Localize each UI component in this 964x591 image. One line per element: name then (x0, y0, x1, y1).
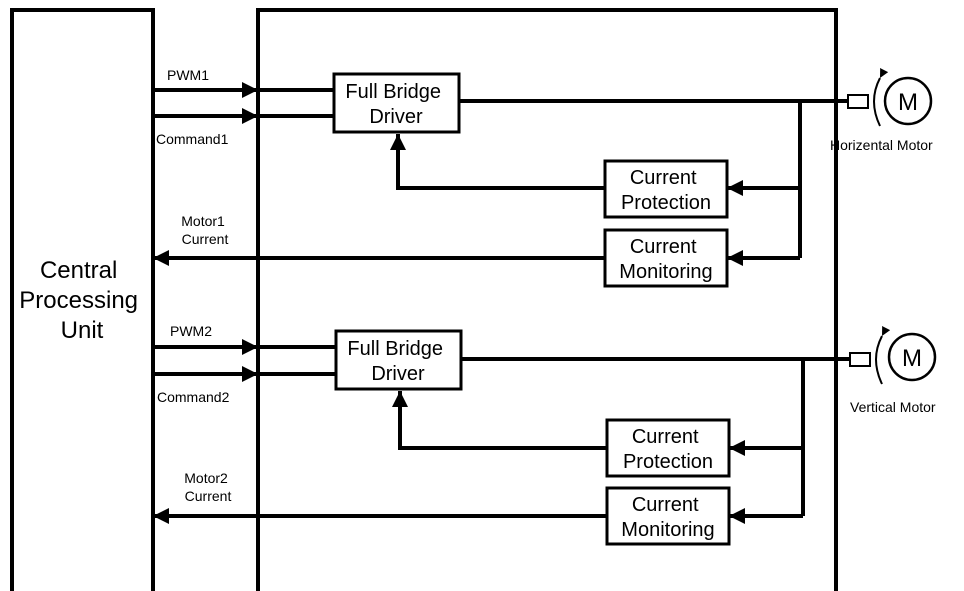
motor2-current-label: Motor2 Current (184, 470, 231, 504)
current-monitoring-1-label: Current Monitoring (619, 236, 712, 283)
full-bridge-driver-1 (332, 72, 461, 134)
current-monitoring-2 (605, 486, 731, 546)
motor1-rotation-arc (873, 67, 889, 127)
protection1-feedback (390, 134, 605, 190)
pwm2-label: PWM2 (170, 323, 212, 339)
current-monitoring-2-label: Current Monitoring (621, 494, 714, 541)
current-protection-2-label: Current Protection (623, 426, 713, 473)
channel-2: PWM2 Command2 Full Bridge Driver Current… (153, 323, 937, 546)
cpu-label: Central Processing Unit (19, 257, 144, 344)
cpu-block (10, 8, 155, 591)
current-protection-1-label: Current Protection (621, 167, 711, 214)
motor2-symbol: M (902, 345, 922, 372)
motor1-shaft (847, 94, 869, 109)
motor1-current-label: Motor1 Current (181, 213, 228, 247)
motor2-shaft (849, 352, 871, 367)
vertical-motor: M (849, 325, 937, 385)
channel-1: PWM1 Command1 Full Bridge Driver Current… (153, 67, 933, 288)
command2-label: Command2 (157, 389, 230, 405)
driver-board-frame (256, 8, 838, 591)
current-monitoring-1 (603, 228, 729, 288)
motor1-circle (883, 76, 933, 126)
horizontal-motor-label: Horizental Motor (830, 137, 933, 153)
motor1-symbol: M (898, 89, 918, 116)
motor2-circle (887, 332, 937, 382)
motor2-rotation-arc (875, 325, 891, 385)
vertical-motor-label: Vertical Motor (850, 399, 936, 415)
full-bridge-driver-2-label: Full Bridge Driver (347, 338, 448, 385)
horizontal-motor: M (847, 67, 933, 127)
current-protection-2 (605, 418, 731, 478)
command1-label: Command1 (156, 131, 229, 147)
pwm1-label: PWM1 (167, 67, 209, 83)
current-protection-1 (603, 159, 729, 219)
protection2-feedback (392, 391, 607, 450)
full-bridge-driver-1-label: Full Bridge Driver (345, 81, 446, 128)
full-bridge-driver-2 (334, 329, 463, 391)
